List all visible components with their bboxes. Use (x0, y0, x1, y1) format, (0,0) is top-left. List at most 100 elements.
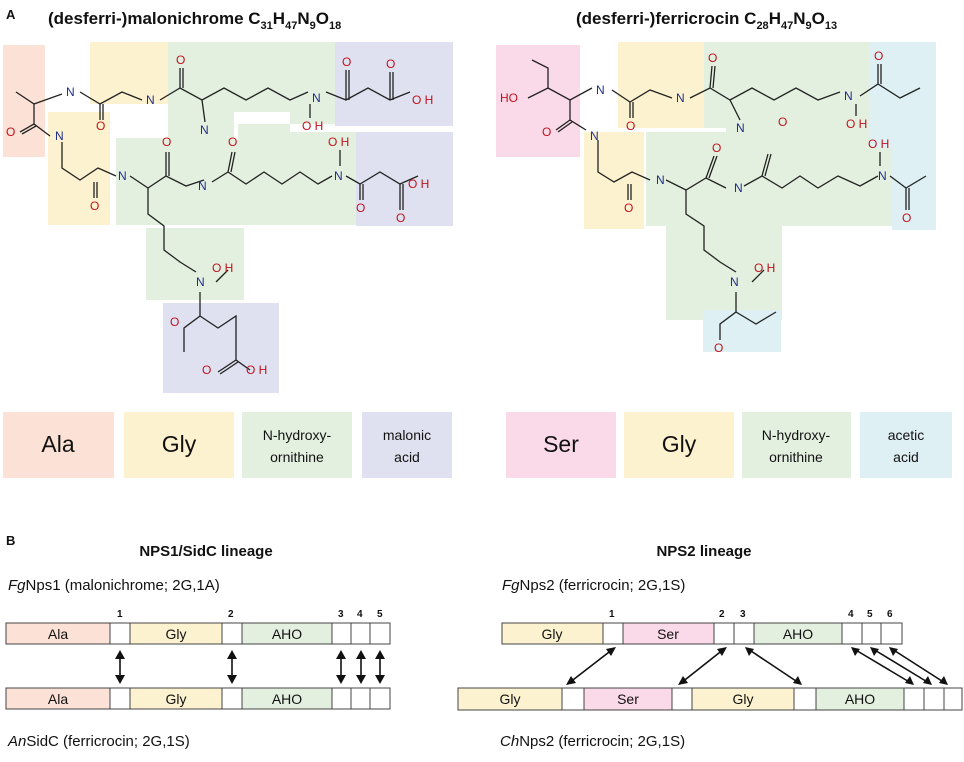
atom-oh: O H (302, 119, 323, 133)
atom-n: N (146, 93, 155, 107)
domain-blank (713, 622, 735, 645)
legend-orn-swatch (242, 412, 352, 478)
malonichrome-atoms: N O N O N O N N O H O O O H O N O O N N … (6, 53, 433, 377)
atom-o: O (778, 115, 787, 129)
domain-blank (221, 687, 243, 710)
legend-ala-label: Ala (41, 431, 74, 457)
legend-acetic-label-1: acetic (888, 427, 925, 443)
acetic-region-1 (870, 42, 936, 148)
domain-blank (923, 687, 945, 711)
domain-blank (350, 622, 371, 645)
legend-orn-label-2: ornithine (270, 449, 324, 465)
legend-acetic-swatch (860, 412, 952, 478)
domain-blank (331, 687, 352, 710)
malonic-region-3 (163, 303, 279, 393)
marker-1: 1 (609, 609, 615, 620)
domain-gly-label: Gly (166, 626, 187, 642)
arrowhead-icon (889, 647, 898, 656)
atom-o: O (902, 211, 911, 225)
marker-2: 2 (228, 609, 234, 620)
arrowhead-icon (356, 650, 366, 659)
domain-blank (903, 687, 925, 711)
orn-region-3 (146, 228, 244, 300)
legend-gly-label: Gly (162, 431, 197, 457)
domain-ser-label: Ser (617, 691, 639, 707)
domain-gly-label: Gly (500, 691, 521, 707)
atom-n: N (656, 173, 665, 187)
atom-n: N (55, 129, 64, 143)
atom-oh: O H (246, 363, 267, 377)
legend-ser-swatch (506, 412, 616, 478)
domain-gly-label: Gly (733, 691, 754, 707)
fgnps1-label: FgNps1 (malonichrome; 2G,1A) (8, 577, 220, 594)
domain-aho-label: AHO (272, 691, 302, 707)
arrowhead-icon (745, 647, 754, 656)
arrowhead-icon (115, 675, 125, 684)
atom-o: O (386, 57, 395, 71)
marker-4: 4 (848, 609, 854, 620)
nps1-correspondence-arrows (115, 650, 385, 684)
atom-oh: O H (412, 93, 433, 107)
atom-n: N (200, 123, 209, 137)
double-arrow-icon (853, 648, 912, 684)
atom-n: N (312, 91, 321, 105)
orn-region-2 (200, 124, 356, 225)
double-arrow-icon (872, 648, 930, 684)
atom-n: N (198, 179, 207, 193)
legend-right: Ser Gly N-hydroxy- ornithine acetic acid (506, 412, 952, 478)
arrowhead-icon (717, 647, 727, 656)
acetic-region-2 (892, 148, 936, 230)
atom-n: N (196, 275, 205, 289)
atom-oh: O H (846, 117, 867, 131)
legend-malonic-swatch (362, 412, 452, 478)
legend-gly-label: Gly (662, 431, 697, 457)
domain-aho-label: AHO (272, 626, 302, 642)
chnps2-label: ChNps2 (ferricrocin; 2G,1S) (500, 733, 685, 750)
arrowhead-icon (923, 676, 932, 685)
atom-o: O (874, 49, 883, 63)
atom-n: N (596, 83, 605, 97)
domain-blank (331, 622, 352, 645)
orn-region-2 (646, 132, 782, 320)
atom-o: O (396, 211, 405, 225)
atom-n: N (878, 169, 887, 183)
arrowhead-icon (566, 676, 576, 685)
atom-n: N (844, 89, 853, 103)
chnps2-domain-bar: Gly Ser Gly AHO (457, 687, 963, 711)
nps2-correspondence-arrows (566, 647, 948, 685)
domain-blank (671, 687, 693, 711)
atom-oh: O H (408, 177, 429, 191)
marker-1: 1 (117, 609, 123, 620)
legend-orn-label-2: ornithine (769, 449, 823, 465)
malonichrome-title: (desferri-)malonichrome C31H47N9O18 (48, 9, 341, 32)
arrowhead-icon (227, 650, 237, 659)
atom-o: O (170, 315, 179, 329)
arrowhead-icon (356, 675, 366, 684)
atom-n: N (590, 129, 599, 143)
atom-ho: HO (500, 91, 518, 105)
domain-gly-label: Gly (542, 626, 563, 642)
malonic-region-1 (335, 42, 453, 126)
double-arrow-icon (568, 648, 614, 684)
atom-o: O (96, 119, 105, 133)
fgnps2-domain-bar: Gly Ser AHO 1 2 3 4 5 6 (501, 609, 903, 645)
atom-o: O (626, 119, 635, 133)
domain-blank (793, 687, 817, 711)
malonichrome-bonds (15, 68, 419, 375)
legend-orn-label-1: N-hydroxy- (263, 427, 332, 443)
marker-4: 4 (357, 609, 363, 620)
atom-o: O (202, 363, 211, 377)
orn-region-3 (726, 110, 892, 226)
arrowhead-icon (793, 676, 802, 685)
marker-6: 6 (887, 609, 893, 620)
legend-ser-label: Ser (543, 431, 579, 457)
arrowhead-icon (375, 650, 385, 659)
arrowhead-icon (606, 647, 616, 656)
domain-blank (943, 687, 963, 711)
domain-aho-label: AHO (845, 691, 875, 707)
legend-gly-swatch (124, 412, 234, 478)
fgnps2-label: FgNps2 (ferricrocin; 2G,1S) (502, 577, 685, 594)
atom-o: O (542, 125, 551, 139)
ala-region (3, 45, 45, 157)
arrowhead-icon (870, 647, 879, 656)
